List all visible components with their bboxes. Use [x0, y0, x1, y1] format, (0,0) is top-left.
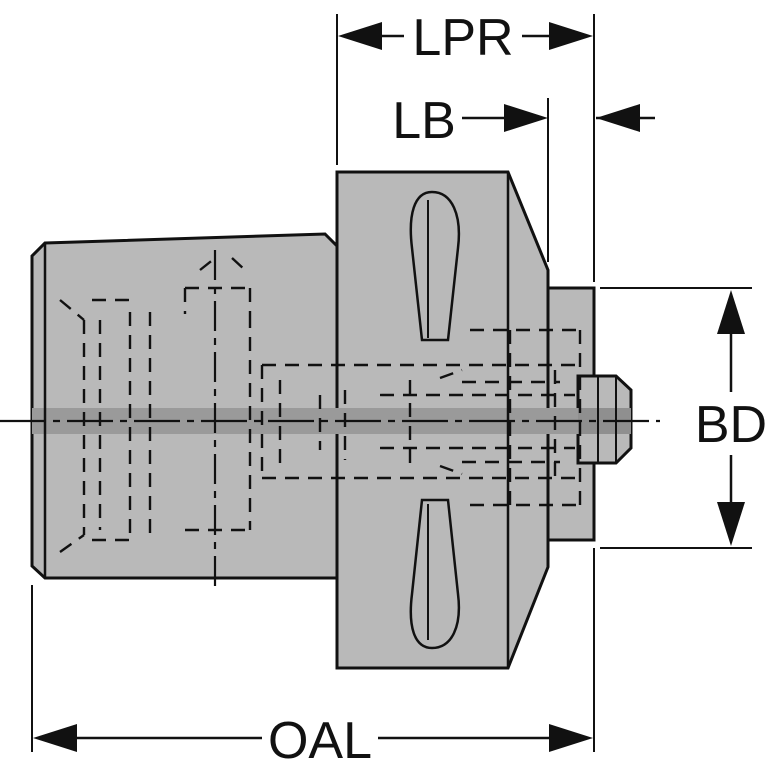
lpr-label: LPR	[412, 9, 513, 67]
coolant-slots	[409, 190, 461, 650]
bd-label: BD	[695, 396, 767, 454]
dimension-oal: OAL	[33, 712, 593, 767]
slot-lower	[409, 498, 461, 650]
oal-label: OAL	[268, 712, 372, 767]
slot-upper	[409, 190, 461, 342]
dimension-lb: LB	[392, 92, 655, 150]
dimension-lpr: LPR	[338, 9, 593, 67]
extension-lines	[31, 14, 752, 752]
lb-label: LB	[392, 92, 456, 150]
hidden-lines	[59, 257, 582, 553]
dimension-bd: BD	[695, 290, 767, 546]
shank	[30, 232, 339, 580]
